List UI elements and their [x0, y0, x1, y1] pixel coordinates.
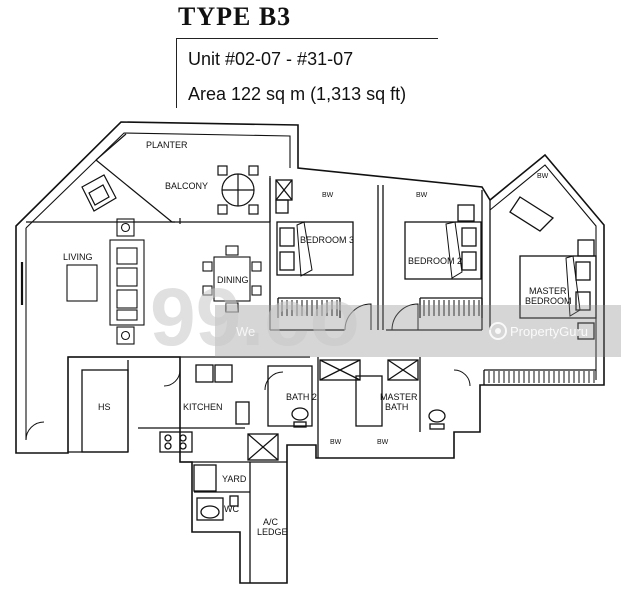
watermark-site-text: We	[236, 324, 255, 339]
watermark-brand: PropertyGuru	[510, 324, 588, 339]
plan-header: TYPE B3 Unit #02-07 - #31-07 Area 122 sq…	[0, 0, 621, 110]
watermark-band	[215, 305, 621, 357]
master-bedroom-label-line2: BEDROOM	[525, 296, 572, 306]
bedroom2-label: BEDROOM 2	[408, 256, 462, 266]
yard-label: YARD	[222, 474, 247, 484]
wc-label: WC	[224, 504, 239, 514]
outer-wall	[15, 121, 605, 584]
master-bedroom-label-line1: MASTER	[529, 286, 567, 296]
plan-title: TYPE B3	[178, 2, 292, 31]
dining-label: DINING	[217, 275, 249, 285]
unit-range: Unit #02-07 - #31-07	[188, 49, 354, 69]
bw-label: BW	[416, 192, 428, 199]
bw-label: BW	[377, 439, 389, 446]
balcony-label: BALCONY	[165, 181, 208, 191]
ac-ledge-label-line2: LEDGE	[257, 527, 288, 537]
planter-label: PLANTER	[146, 140, 188, 150]
hs-label: HS	[98, 402, 111, 412]
bw-label: BW	[322, 192, 334, 199]
ac-ledge-label-line1: A/C	[263, 517, 279, 527]
master-bath-label-line1: MASTER	[380, 392, 418, 402]
title-tick	[176, 38, 177, 108]
propertyguru-icon	[489, 322, 507, 340]
master-bath-label-line2: BATH	[385, 402, 408, 412]
watermark: 99.co We PropertyGuru	[150, 272, 621, 363]
bw-label: BW	[537, 173, 549, 180]
bath2-label: BATH 2	[286, 392, 317, 402]
area-size: Area 122 sq m (1,313 sq ft)	[188, 84, 407, 104]
kitchen-label: KITCHEN	[183, 402, 223, 412]
bedroom3-label: BEDROOM 3	[300, 235, 354, 245]
wardrobe-hatch	[281, 300, 595, 383]
living-label: LIVING	[63, 252, 93, 262]
watermark-logo: 99.co	[150, 272, 360, 363]
title-rule	[176, 38, 438, 39]
bw-label: BW	[330, 439, 342, 446]
